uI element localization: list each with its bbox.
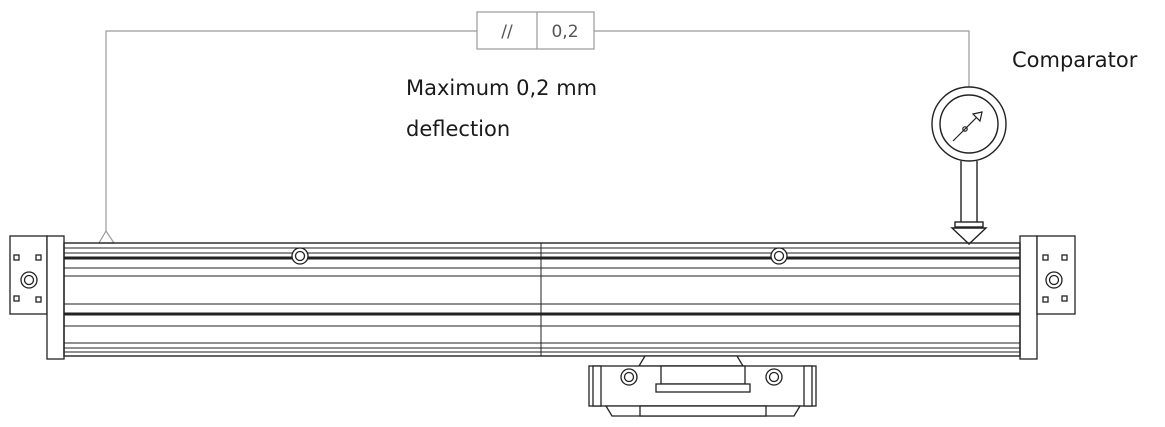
parallelism-symbol: // xyxy=(501,22,513,42)
feature-control-frame: // 0,2 xyxy=(476,11,595,50)
deflection-label-line2: deflection xyxy=(406,117,511,141)
tolerance-leader xyxy=(105,30,970,233)
right-end-block xyxy=(1019,235,1076,360)
comparator-label: Comparator xyxy=(1012,48,1138,72)
datum-triangle-icon xyxy=(97,229,116,244)
profile-screw-right xyxy=(770,247,788,265)
scale-profile xyxy=(63,242,1021,357)
comparator-gauge xyxy=(931,86,1007,245)
deflection-label-line1: Maximum 0,2 mm xyxy=(406,76,598,100)
left-end-block xyxy=(9,235,65,360)
profile-screw-left xyxy=(291,247,309,265)
tolerance-value: 0,2 xyxy=(551,22,578,42)
reading-head xyxy=(588,355,817,417)
dial-needle-icon xyxy=(952,111,983,142)
